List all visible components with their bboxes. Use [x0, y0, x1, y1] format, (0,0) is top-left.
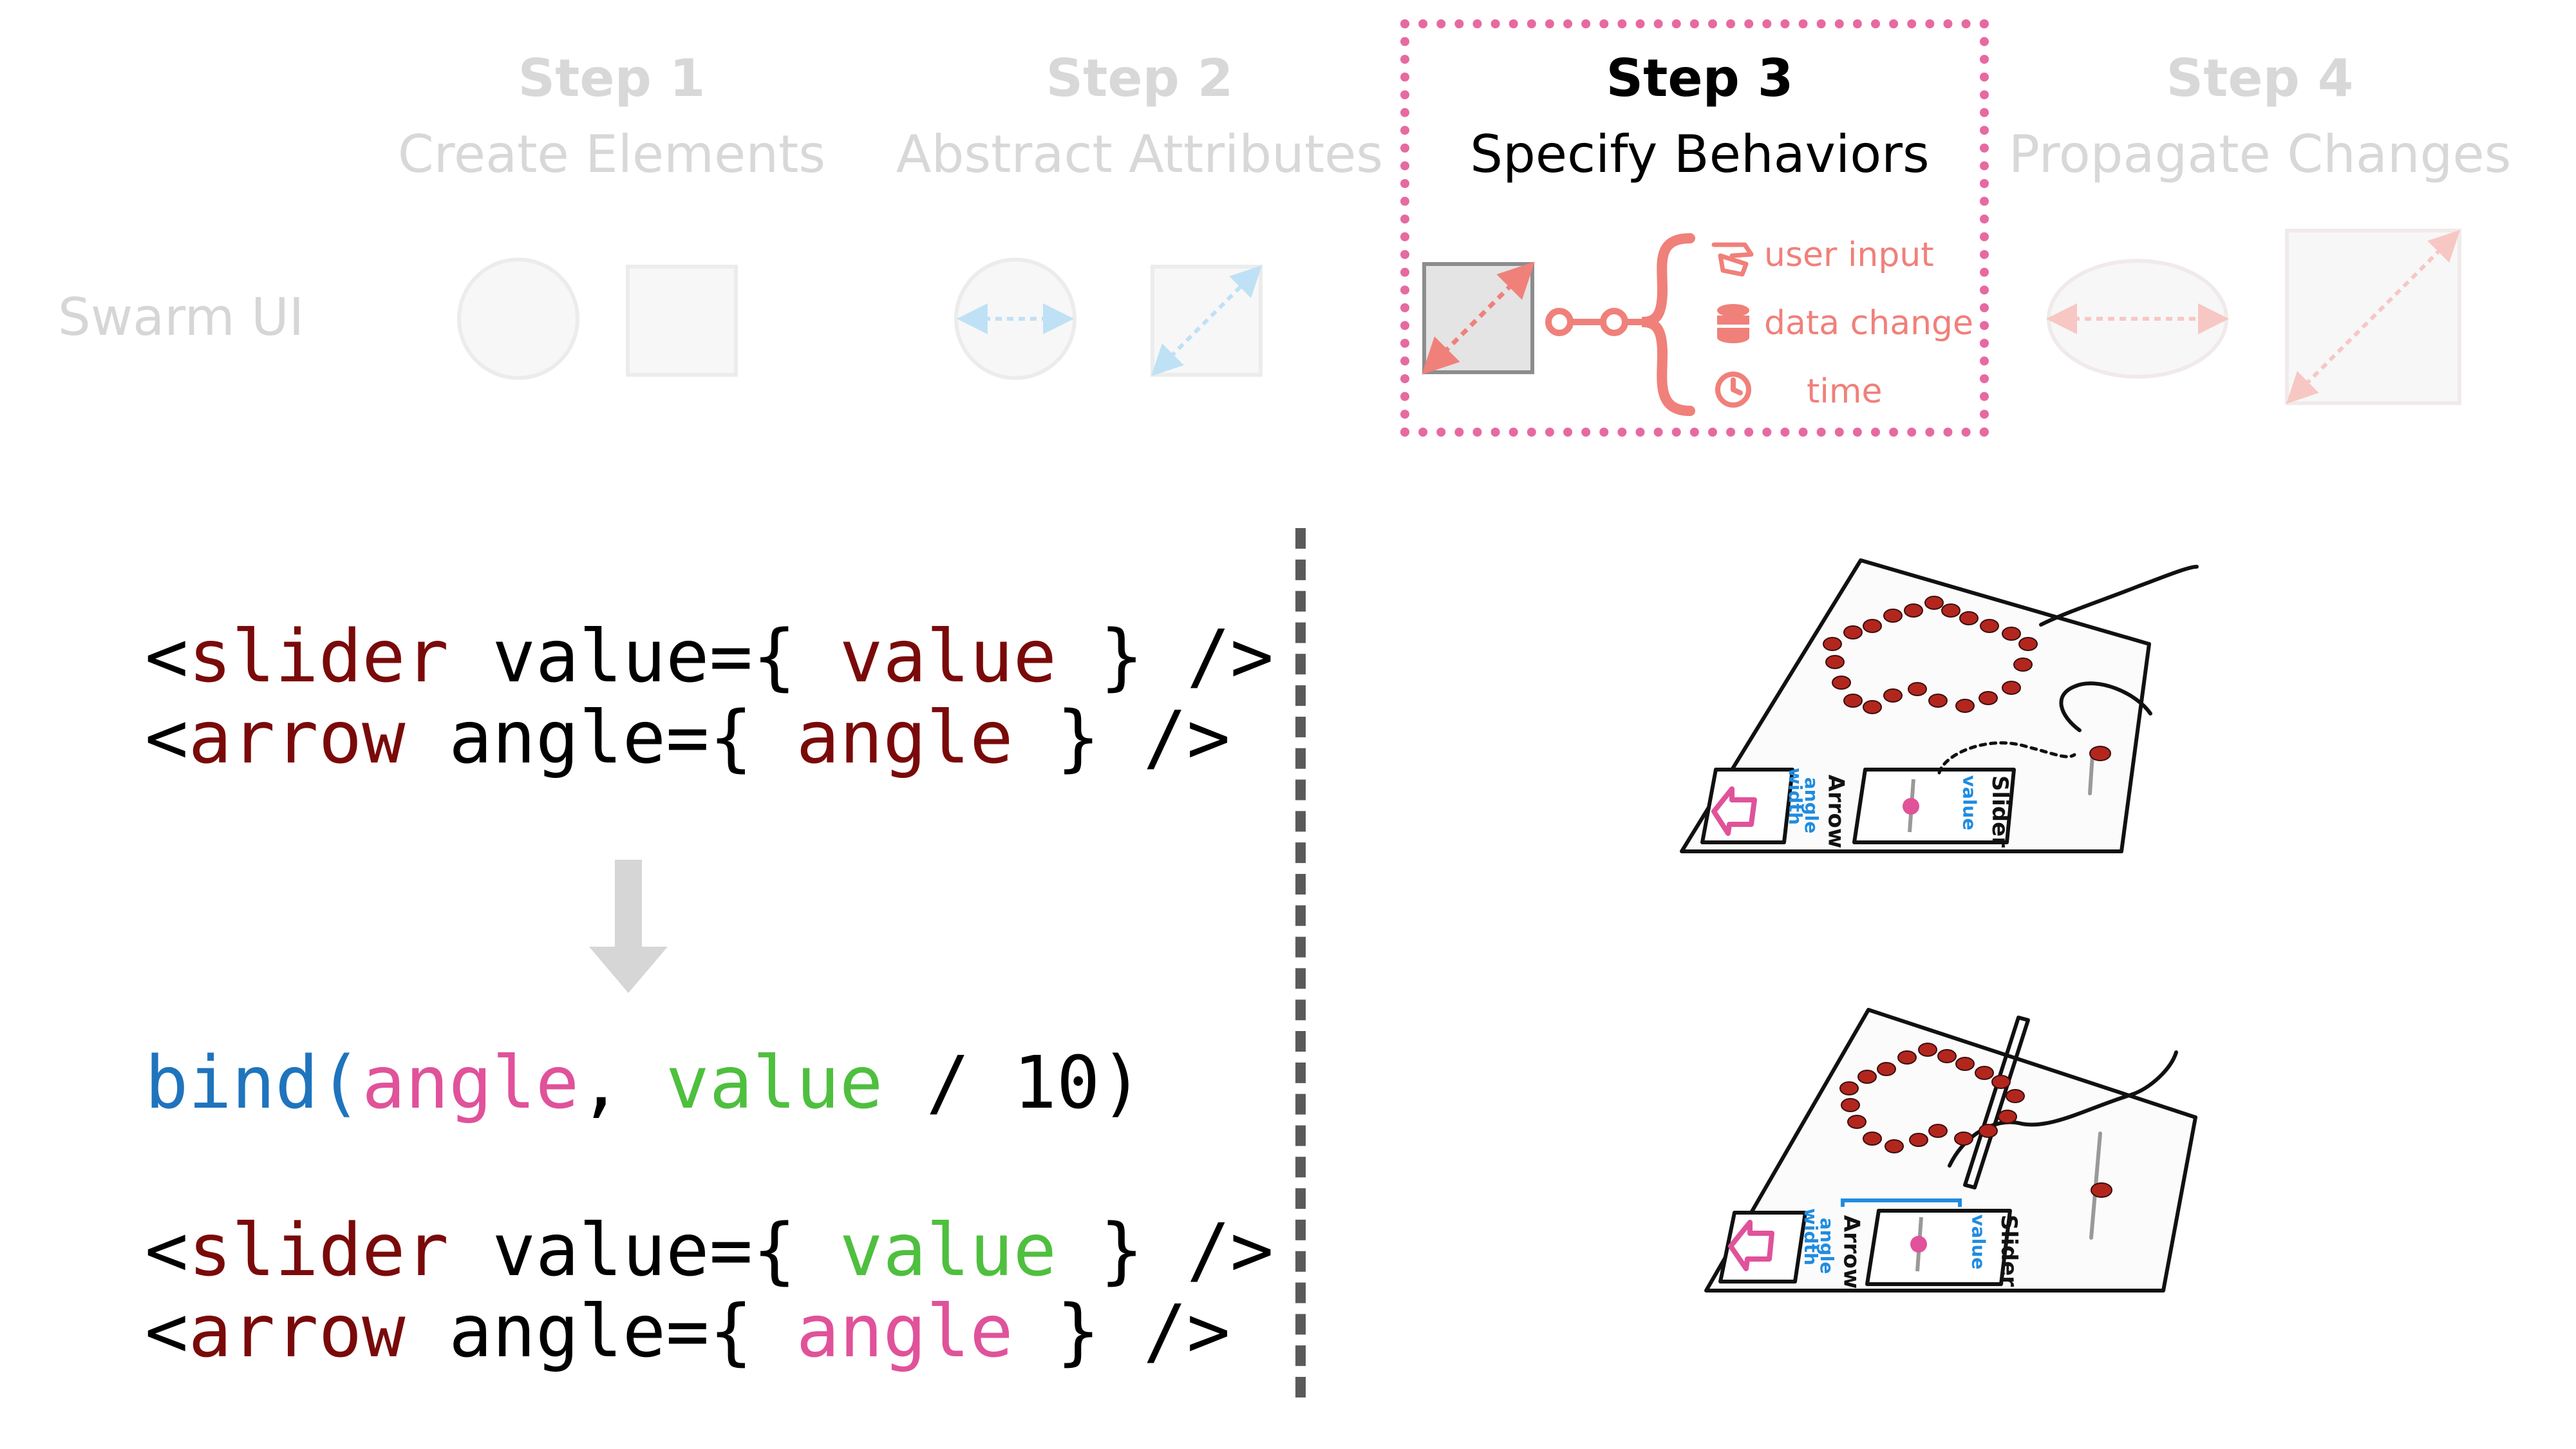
code-before-line-2-close: } /> — [1013, 696, 1230, 780]
sketch2-arrow-label: Arrow — [1838, 1215, 1865, 1289]
behavior-connector — [1545, 308, 1645, 336]
code-before-line-2: <arrow angle={ angle } /> — [145, 702, 1230, 774]
bind-expression: bind(angle, value / 10) — [145, 1047, 1143, 1119]
sketch1-angle-label: angle — [1801, 777, 1823, 834]
code-before-line-2-open: < — [145, 696, 189, 780]
sketch1-slider-label: Slider — [1986, 775, 2013, 848]
step-3-title: Specify Behaviors — [1470, 124, 1930, 184]
code-before-value-var: value — [839, 615, 1057, 699]
sketch2-slider-label: Slider — [1995, 1215, 2022, 1287]
bind-function: bind( — [145, 1041, 362, 1125]
code-after-line-1-open: < — [145, 1209, 189, 1293]
step-1: Step 1 Create Elements — [380, 53, 843, 180]
code-after-line-2-attr: angle={ — [405, 1290, 796, 1374]
code-after-line-1-attr: value={ — [449, 1209, 840, 1293]
sketch2-angle-label: angle — [1816, 1217, 1838, 1274]
step1-circle-element — [457, 258, 579, 380]
bind-rest: / 10) — [883, 1041, 1143, 1125]
clock-icon — [1715, 372, 1751, 408]
arrow-card-icon-1 — [1711, 786, 1757, 836]
code-after-arrow-tag: arrow — [188, 1290, 406, 1374]
step-4-number: Step 4 — [2166, 48, 2354, 108]
database-icon — [1717, 304, 1749, 343]
code-after-line-2-close: } /> — [1013, 1290, 1230, 1374]
step-3: Step 3 Specify Behaviors — [1455, 53, 1944, 180]
swarm-ui-label: Swarm UI — [58, 287, 305, 347]
step-4-title: Propagate Changes — [2008, 124, 2512, 184]
step2-square-dim-arrow — [1151, 265, 1262, 376]
slider-card-icon-2 — [1910, 1217, 1927, 1272]
code-after-line-2: <arrow angle={ angle } /> — [145, 1296, 1230, 1368]
step-3-number: Step 3 — [1606, 48, 1794, 108]
binding-line — [1841, 1198, 1962, 1207]
transform-down-arrow — [589, 860, 668, 993]
behavior-brace — [1641, 233, 1695, 416]
step-2-number: Step 2 — [1046, 48, 1234, 108]
step3-square-dim-arrow — [1422, 261, 1535, 375]
step4-square-dim-arrow — [2286, 230, 2460, 404]
step-2-title: Abstract Attributes — [896, 124, 1384, 184]
code-after-value-var: value — [839, 1209, 1057, 1293]
step-1-number: Step 1 — [518, 48, 706, 108]
code-before-line-1-attr: value={ — [449, 615, 840, 699]
bind-separator: , — [579, 1041, 666, 1125]
step-4: Step 4 Propagate Changes — [2002, 53, 2517, 180]
behavior-time-label: time — [1807, 372, 1883, 411]
step-1-title: Create Elements — [397, 124, 826, 184]
sketch2-dots — [1839, 1043, 2112, 1198]
slider-card-icon-1 — [1903, 779, 1919, 833]
sketch1-arrow-label: Arrow — [1823, 774, 1849, 849]
step-3-highlight — [1400, 19, 1989, 437]
sketch1-dots — [1823, 596, 2111, 761]
code-after-line-1-close: } /> — [1057, 1209, 1274, 1293]
step1-square-element — [626, 265, 738, 377]
sketch1-value-label: value — [1959, 775, 1980, 831]
sketch2-value-label: value — [1968, 1214, 1989, 1270]
code-before-angle-var: angle — [796, 696, 1013, 780]
code-before-line-2-attr: angle={ — [405, 696, 796, 780]
code-after-slider-tag: slider — [188, 1209, 449, 1293]
code-after-line-2-open: < — [145, 1290, 189, 1374]
code-before-slider-tag: slider — [188, 615, 449, 699]
arrow-card-icon-2 — [1728, 1220, 1774, 1271]
code-before-line-1-close: } /> — [1057, 615, 1274, 699]
sketch-tabletop-2 — [1704, 1008, 2197, 1293]
code-after-angle-var: angle — [796, 1290, 1013, 1374]
code-before-arrow-tag: arrow — [188, 696, 406, 780]
code-before-line-1-open: < — [145, 615, 189, 699]
code-after-line-1: <slider value={ value } /> — [145, 1215, 1274, 1287]
hand-swipe-icon — [1711, 242, 1754, 277]
bind-value-arg: value — [666, 1041, 883, 1125]
code-before-line-1: <slider value={ value } /> — [145, 621, 1274, 693]
behavior-data-change-label: data change — [1764, 304, 1974, 343]
bind-angle-arg: angle — [362, 1041, 579, 1125]
step-2: Step 2 Abstract Attributes — [888, 53, 1391, 180]
behavior-user-input-label: user input — [1764, 236, 1934, 274]
section-divider — [1295, 528, 1306, 1397]
